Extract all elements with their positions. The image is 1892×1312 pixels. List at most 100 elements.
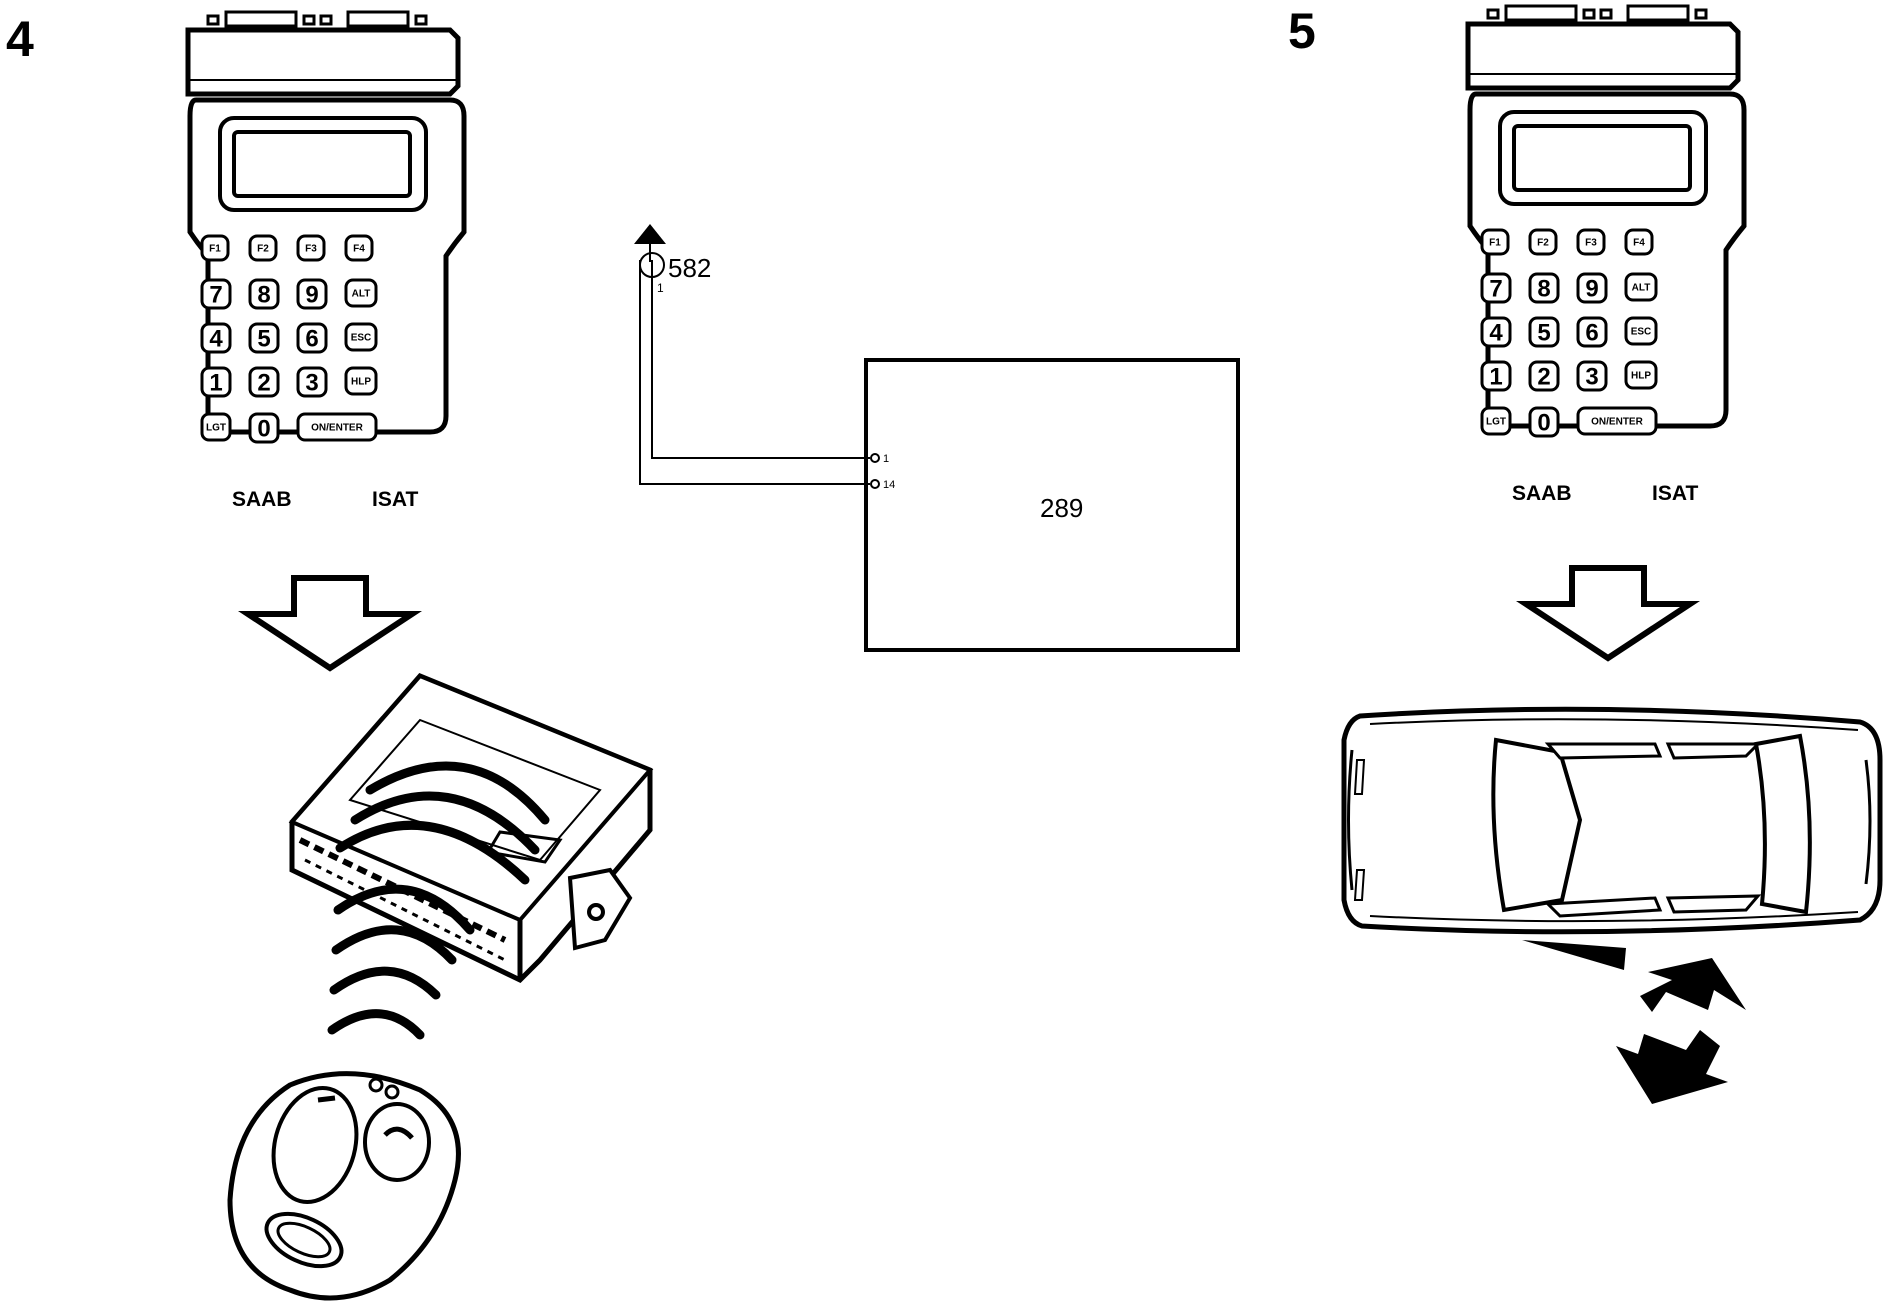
on-enter-key — [1576, 406, 1658, 436]
light-key-label: LGT — [206, 423, 226, 434]
tester-8-key — [1528, 272, 1560, 304]
wiring-diagram: 582 1 1 14 289 — [634, 224, 1240, 652]
arrow-down-right — [1526, 568, 1690, 658]
light-key — [1480, 406, 1512, 436]
tester-keypad-left: F1 F2 F3 F4 7 8 9 ALT 4 5 6 ESC 1 2 3 HLP LGT 0 ON/ENTER — [200, 234, 378, 444]
tester-hlp-key-label: HLP — [351, 377, 371, 388]
f4-key — [1624, 228, 1654, 256]
tester-3-key — [296, 366, 328, 398]
f1-key-label: F1 — [1489, 238, 1501, 249]
f3-key-label: F3 — [1585, 238, 1597, 249]
tester-4-key — [200, 322, 232, 354]
arrow-up-icon — [634, 224, 666, 244]
tester-alt-key-label: ALT — [1632, 283, 1651, 294]
tester-3-key — [1576, 360, 1608, 392]
tester-2-key-label: 2 — [257, 370, 270, 397]
tester-alt-key — [344, 278, 378, 308]
tester-2-key — [1528, 360, 1560, 392]
tester-hlp-key — [1624, 360, 1658, 390]
step-number-5: 5 — [1288, 3, 1316, 59]
tester-6-key — [1576, 316, 1608, 348]
wire-pin-1 — [651, 260, 870, 459]
tester-hlp-key-label: HLP — [1631, 371, 1651, 382]
pin-14-label: 14 — [883, 479, 895, 491]
tester-model-left: ISAT — [372, 488, 418, 511]
zero-key-label: 0 — [257, 416, 270, 443]
tester-esc-key — [344, 322, 378, 352]
f3-key — [296, 234, 326, 262]
f2-key-label: F2 — [1537, 238, 1549, 249]
on-enter-key — [296, 412, 378, 442]
f3-key-label: F3 — [305, 244, 317, 255]
tester-brand-left: SAAB — [232, 488, 292, 511]
tester-8-key-label: 8 — [257, 282, 270, 309]
f1-key — [200, 234, 230, 262]
tester-4-key-label: 4 — [209, 326, 223, 353]
tester-1-key — [1480, 360, 1512, 392]
immobilizer-control-module — [288, 673, 654, 984]
tester-5-key — [1528, 316, 1560, 348]
connector-circle — [639, 252, 665, 278]
zero-key — [248, 412, 280, 444]
module-box — [864, 358, 1240, 652]
tester-5-key — [248, 322, 280, 354]
tester-7-key-label: 7 — [1489, 276, 1502, 303]
car-top-view — [1341, 706, 1883, 970]
light-key-label: LGT — [1486, 417, 1506, 428]
tester-hlp-key — [344, 366, 378, 396]
f3-key — [1576, 228, 1606, 256]
tester-2-key — [248, 366, 280, 398]
tester-9-key — [1576, 272, 1608, 304]
tester-esc-key-label: ESC — [351, 333, 372, 344]
tester-8-key — [248, 278, 280, 310]
connector-pin-label: 1 — [657, 281, 664, 295]
f1-key — [1480, 228, 1510, 256]
arrow-down-left — [248, 578, 412, 668]
diagnostic-tester-left: F1 F2 F3 F4 7 8 9 ALT 4 5 6 ESC 1 2 3 HLP LGT 0 ON/ENTER S… — [188, 12, 464, 511]
tester-9-key-label: 9 — [1585, 276, 1598, 303]
tester-7-key — [1480, 272, 1512, 304]
f4-key — [344, 234, 374, 262]
connector-label: 582 — [668, 253, 711, 283]
tester-1-key-label: 1 — [209, 370, 222, 397]
f1-key-label: F1 — [209, 244, 221, 255]
tester-9-key — [296, 278, 328, 310]
tester-4-key-label: 4 — [1489, 320, 1503, 347]
tester-esc-key — [1624, 316, 1658, 346]
module-label: 289 — [1040, 493, 1083, 523]
zero-key — [1528, 406, 1560, 438]
tester-7-key — [200, 278, 232, 310]
tester-6-key — [296, 322, 328, 354]
light-key — [200, 412, 232, 442]
tester-model-right: ISAT — [1652, 482, 1698, 505]
tester-3-key-label: 3 — [305, 370, 318, 397]
f2-key — [1528, 228, 1558, 256]
tester-esc-key-label: ESC — [1631, 327, 1652, 338]
tester-alt-key — [1624, 272, 1658, 302]
zero-key-label: 0 — [1537, 410, 1550, 437]
step-number-4: 4 — [6, 11, 34, 67]
tester-2-key-label: 2 — [1537, 364, 1550, 391]
tester-6-key-label: 6 — [1585, 320, 1598, 347]
tester-7-key-label: 7 — [209, 282, 222, 309]
tester-8-key-label: 8 — [1537, 276, 1550, 303]
tester-alt-key-label: ALT — [352, 289, 371, 300]
tester-6-key-label: 6 — [305, 326, 318, 353]
wire-pin-14 — [639, 260, 870, 485]
tester-4-key — [1480, 316, 1512, 348]
tester-brand-right: SAAB — [1512, 482, 1572, 505]
f4-key-label: F4 — [1633, 238, 1645, 249]
f2-key-label: F2 — [257, 244, 269, 255]
f4-key-label: F4 — [353, 244, 365, 255]
remote-key-fob — [227, 1071, 461, 1301]
tester-5-key-label: 5 — [257, 326, 270, 353]
tester-1-key — [200, 366, 232, 398]
tester-1-key-label: 1 — [1489, 364, 1502, 391]
on-enter-key-label: ON/ENTER — [311, 423, 363, 434]
pin-1-label: 1 — [883, 453, 889, 465]
f2-key — [248, 234, 278, 262]
tester-9-key-label: 9 — [305, 282, 318, 309]
radio-signal-waves — [327, 761, 550, 1040]
